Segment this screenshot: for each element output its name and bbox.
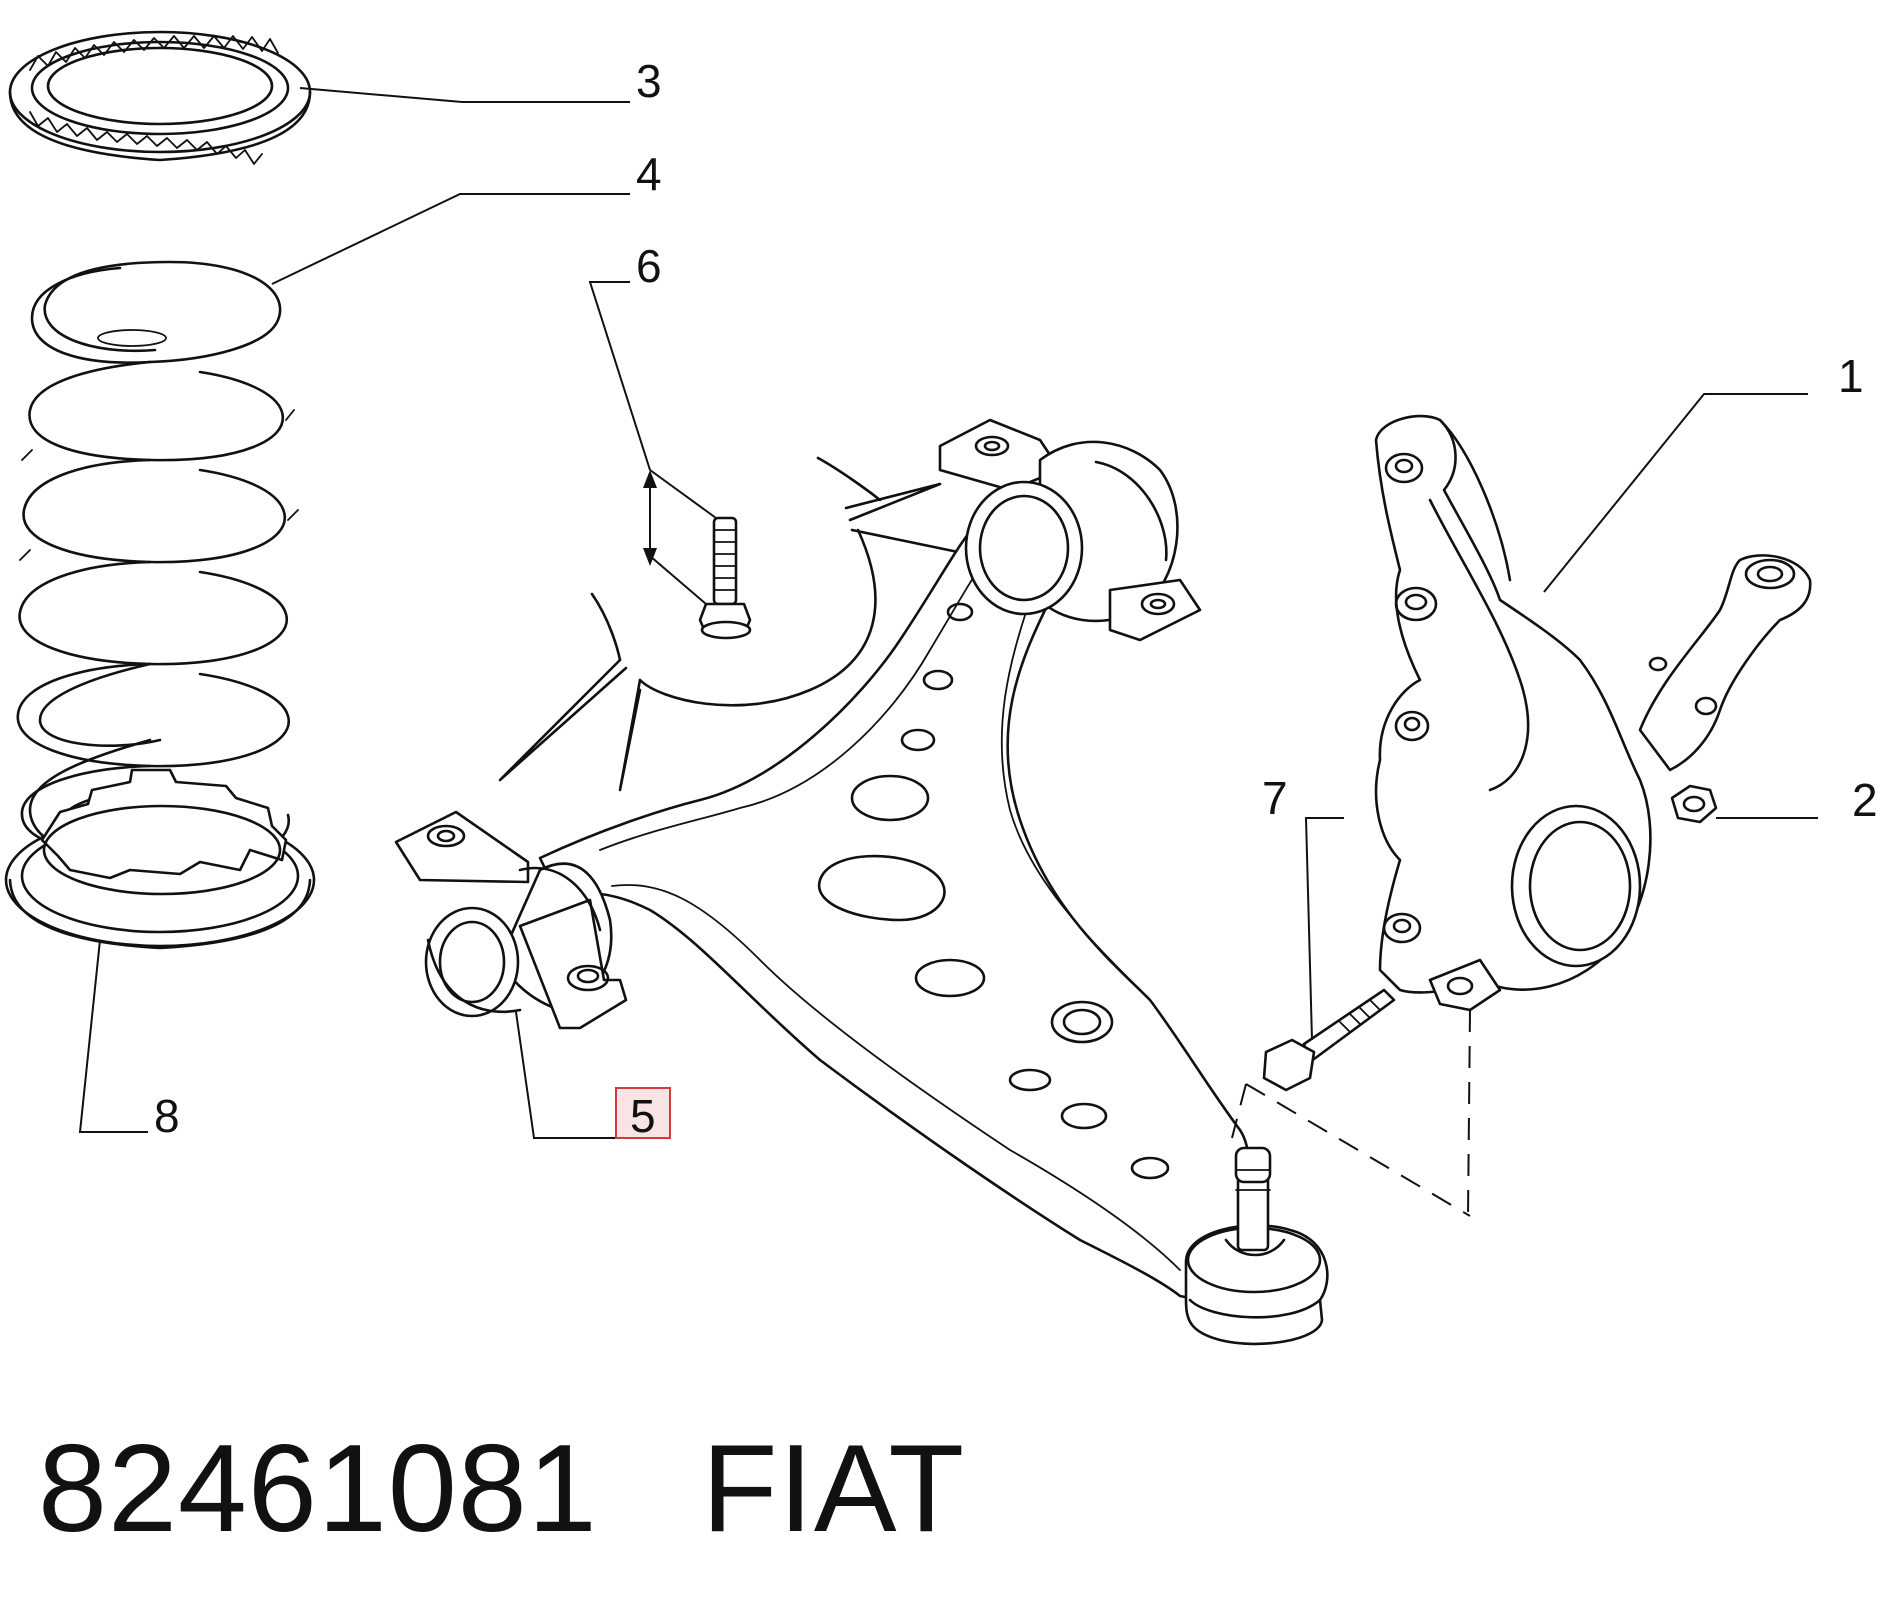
assembly-dash-lines	[1231, 1009, 1471, 1217]
part-7-bolt	[1262, 988, 1396, 1092]
detail-callout-arc	[498, 456, 960, 792]
part-2-nut	[1670, 784, 1718, 824]
brand-name: FIAT	[701, 1420, 966, 1558]
callout-3: 3	[636, 55, 662, 107]
part-8-spring-lower-seat	[4, 768, 316, 950]
callout-5: 5	[630, 1090, 656, 1142]
callout-labels: 3 4 6 1 2 7 5 8	[154, 55, 1878, 1142]
callout-1: 1	[1838, 350, 1864, 402]
callout-7: 7	[1262, 772, 1288, 824]
callout-4: 4	[636, 148, 662, 200]
part-3-spring-upper-seat	[8, 30, 312, 165]
part-number: 82461081	[38, 1420, 598, 1558]
callout-8: 8	[154, 1090, 180, 1142]
leader-lines	[78, 87, 1818, 1139]
callout-5-highlight	[615, 1087, 671, 1139]
part-1-steering-knuckle	[1374, 414, 1812, 1012]
callout-2: 2	[1852, 774, 1878, 826]
part-5-lower-control-arm	[394, 418, 1329, 1346]
callout-6: 6	[636, 240, 662, 292]
footer-caption: 82461081 FIAT	[38, 1418, 965, 1560]
part-6-bolt	[643, 469, 752, 640]
